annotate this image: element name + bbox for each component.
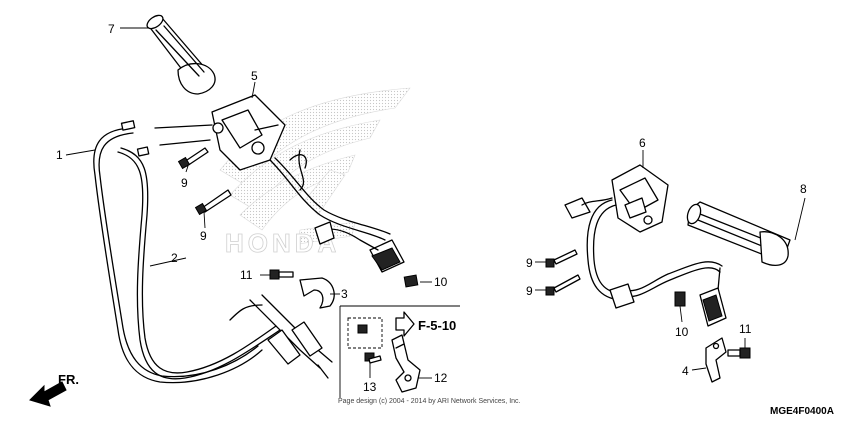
part-1-throttle-cable-a[interactable] xyxy=(93,120,263,384)
part-7-left-grip[interactable] xyxy=(145,13,216,95)
callout-3[interactable]: 3 xyxy=(341,287,348,301)
part-9-screw-lower-left[interactable] xyxy=(194,189,232,216)
inset-box xyxy=(339,305,460,398)
right-switch-wiring[interactable] xyxy=(609,261,727,327)
part-11-bolt-left[interactable] xyxy=(269,269,294,280)
callout-9-a[interactable]: 9 xyxy=(181,176,188,190)
part-3-cable-clamp[interactable] xyxy=(299,277,335,309)
callout-7[interactable]: 7 xyxy=(108,22,115,36)
part-13-screw[interactable] xyxy=(357,324,382,364)
part-4-bracket-right[interactable] xyxy=(705,337,727,383)
part-9-screw-lower-right[interactable] xyxy=(545,274,581,296)
diagram-code: MGE4F0400A xyxy=(770,406,834,417)
part-6-right-switch-housing[interactable] xyxy=(564,164,669,301)
cable-ends[interactable] xyxy=(229,294,333,379)
part-5-left-switch-housing[interactable] xyxy=(211,94,391,241)
callout-2[interactable]: 2 xyxy=(171,251,178,265)
callout-9-d[interactable]: 9 xyxy=(526,284,533,298)
part-9-screw-upper-left[interactable] xyxy=(177,147,209,170)
part-12-bracket[interactable] xyxy=(391,334,421,393)
callout-9-c[interactable]: 9 xyxy=(526,256,533,270)
reference-label[interactable]: F-5-10 xyxy=(418,318,456,333)
callout-10-b[interactable]: 10 xyxy=(675,325,689,339)
callout-11-b[interactable]: 11 xyxy=(739,322,752,336)
callout-5[interactable]: 5 xyxy=(251,69,258,83)
callout-1[interactable]: 1 xyxy=(56,148,63,162)
left-switch-connector[interactable] xyxy=(314,221,405,273)
callout-11-a[interactable]: 11 xyxy=(240,268,253,282)
part-11-bolt-right[interactable] xyxy=(727,347,751,359)
watermark-text: HONDA xyxy=(225,228,340,258)
direction-label: FR. xyxy=(58,372,79,387)
reference-arrow[interactable]: F-5-10 xyxy=(395,311,456,337)
callout-4[interactable]: 4 xyxy=(682,364,689,378)
leader-lines xyxy=(65,27,806,379)
part-10-connector-cover-right[interactable] xyxy=(674,291,686,307)
part-9-screw-upper-right[interactable] xyxy=(545,249,578,268)
part-10-connector-cover-left[interactable] xyxy=(403,274,419,288)
callout-13[interactable]: 13 xyxy=(363,380,377,394)
part-8-right-grip[interactable] xyxy=(685,201,791,267)
part-2-throttle-cable-b[interactable] xyxy=(117,146,281,380)
callout-6[interactable]: 6 xyxy=(639,136,646,150)
callouts: 7 5 1 9 9 2 11 3 10 13 12 6 8 9 9 10 11 … xyxy=(56,22,807,394)
callout-10-a[interactable]: 10 xyxy=(434,275,448,289)
front-direction-arrow: FR. xyxy=(29,372,79,407)
copyright-notice: Page design (c) 2004 - 2014 by ARI Netwo… xyxy=(338,398,521,405)
callout-12[interactable]: 12 xyxy=(434,371,448,385)
callout-8[interactable]: 8 xyxy=(800,182,807,196)
callout-9-b[interactable]: 9 xyxy=(200,229,207,243)
